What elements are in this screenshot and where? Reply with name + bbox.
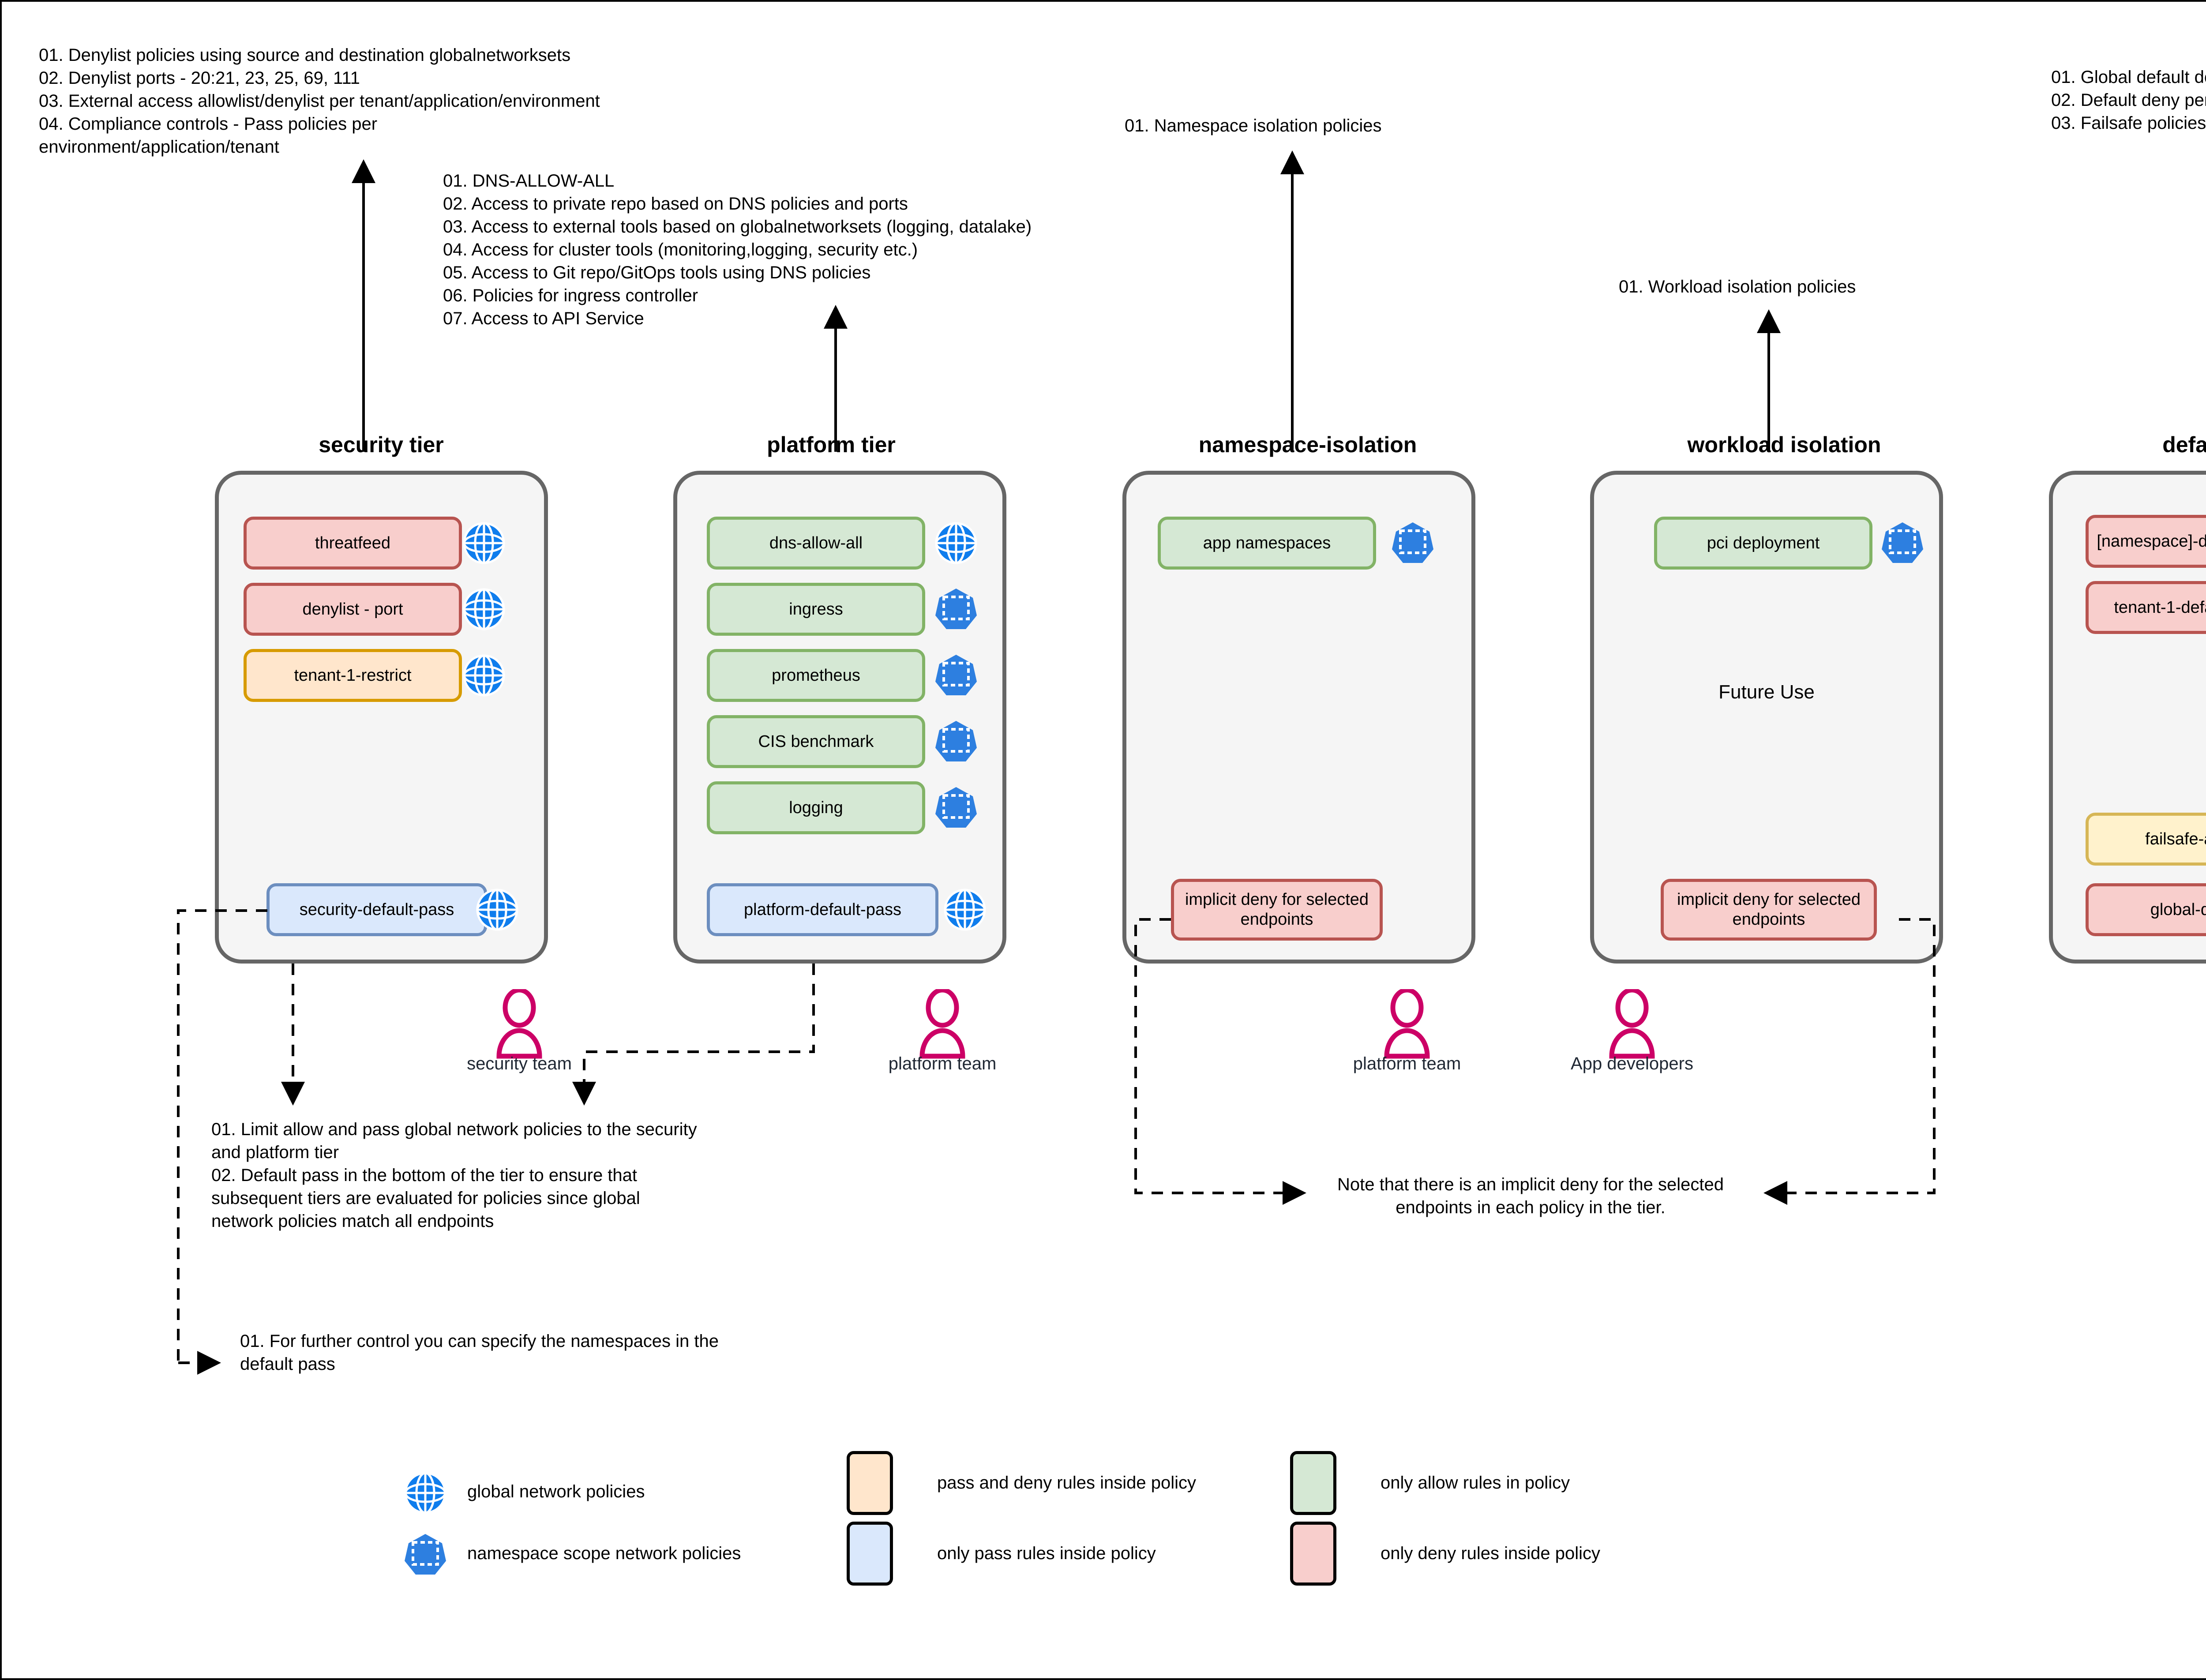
connector-implicit-deny-left	[1127, 911, 1306, 1205]
globe-icon	[475, 888, 519, 932]
annotation-platform-tier: 01. DNS-ALLOW-ALL 02. Access to private …	[443, 171, 1032, 328]
globe-icon	[403, 1471, 447, 1515]
tier-title-workload-isolation: workload isolation	[1687, 432, 1881, 457]
owner-label: App developers	[1571, 1054, 1693, 1073]
annotation-namespace-isolation: 01. Namespace isolation policies	[1125, 116, 1382, 135]
namespace-icon	[934, 786, 978, 830]
arrow-namespace-up	[1280, 150, 1304, 452]
workload-placeholder-text: Future Use	[1718, 681, 1815, 703]
arrow-platform-up	[824, 305, 848, 452]
note-default-pass: 01. For further control you can specify …	[240, 1331, 719, 1374]
avatar	[1383, 989, 1431, 1060]
tier-title-platform: platform tier	[767, 432, 896, 457]
policy-box[interactable]: prometheus	[707, 649, 925, 702]
connector-default-pass	[169, 902, 275, 1375]
avatar	[495, 989, 544, 1060]
policy-box[interactable]: security-default-pass	[266, 883, 487, 936]
legend-swatch-orange	[847, 1451, 893, 1515]
globe-icon	[943, 888, 987, 932]
connector-implicit-deny-right	[1763, 911, 1943, 1205]
namespace-icon	[934, 653, 978, 698]
avatar	[918, 989, 967, 1060]
note-global-policies: 01. Limit allow and pass global network …	[211, 1120, 697, 1231]
owner-label: security team	[467, 1054, 572, 1073]
connector-platform-note	[572, 964, 822, 1106]
legend-label: only deny rules inside policy	[1381, 1544, 1601, 1563]
namespace-icon	[403, 1533, 447, 1577]
annotation-security-tier: 01. Denylist policies using source and d…	[39, 45, 600, 157]
connector-security-note	[281, 964, 305, 1106]
policy-box[interactable]: implicit deny for selected endpoints	[1661, 879, 1877, 941]
namespace-icon	[934, 587, 978, 631]
globe-icon	[462, 521, 506, 565]
policy-box[interactable]: failsafe-allow	[2086, 813, 2206, 866]
policy-box[interactable]: logging	[707, 781, 925, 834]
policy-box[interactable]: CIS benchmark	[707, 715, 925, 768]
legend-label: global network policies	[467, 1482, 645, 1501]
namespace-icon	[1880, 521, 1925, 565]
globe-icon	[462, 587, 506, 631]
globe-icon	[462, 653, 506, 698]
owner-label: platform team	[1353, 1054, 1461, 1073]
policy-box[interactable]: dns-allow-all	[707, 517, 925, 570]
policy-box[interactable]: platform-default-pass	[707, 883, 938, 936]
globe-icon	[934, 521, 978, 565]
legend-label: only allow rules in policy	[1381, 1473, 1570, 1492]
legend-swatch-green	[1290, 1451, 1336, 1515]
arrow-security-up	[352, 159, 375, 452]
arrow-workload-up	[1757, 309, 1781, 452]
policy-box[interactable]: pci deployment	[1654, 517, 1872, 570]
namespace-icon	[1391, 521, 1435, 565]
policy-box[interactable]: implicit deny for selected endpoints	[1171, 879, 1383, 941]
legend-label: pass and deny rules inside policy	[937, 1473, 1197, 1492]
legend-swatch-blue	[847, 1522, 893, 1586]
annotation-workload-isolation: 01. Workload isolation policies	[1619, 277, 1856, 296]
owner-label: platform team	[888, 1054, 997, 1073]
tier-title-default: default tier	[2162, 432, 2206, 457]
namespace-icon	[934, 720, 978, 764]
policy-box[interactable]: global-deny	[2086, 883, 2206, 936]
policy-box[interactable]: [namespace]-default-deny	[2086, 515, 2206, 568]
tier-title-security: security tier	[319, 432, 444, 457]
annotation-default-tier: 01. Global default deny 02. Default deny…	[2051, 68, 2206, 133]
policy-box[interactable]: ingress	[707, 583, 925, 636]
legend-swatch-red	[1290, 1522, 1336, 1586]
note-implicit-deny: Note that there is an implicit deny for …	[1337, 1175, 1724, 1217]
policy-box[interactable]: tenant-1-default-deny	[2086, 581, 2206, 634]
avatar	[1608, 989, 1656, 1060]
policy-box[interactable]: denylist - port	[244, 583, 462, 636]
policy-box[interactable]: app namespaces	[1158, 517, 1376, 570]
policy-box[interactable]: threatfeed	[244, 517, 462, 570]
legend-label: namespace scope network policies	[467, 1544, 741, 1563]
tier-title-namespace-isolation: namespace-isolation	[1198, 432, 1417, 457]
policy-box[interactable]: tenant-1-restrict	[244, 649, 462, 702]
legend-label: only pass rules inside policy	[937, 1544, 1156, 1563]
